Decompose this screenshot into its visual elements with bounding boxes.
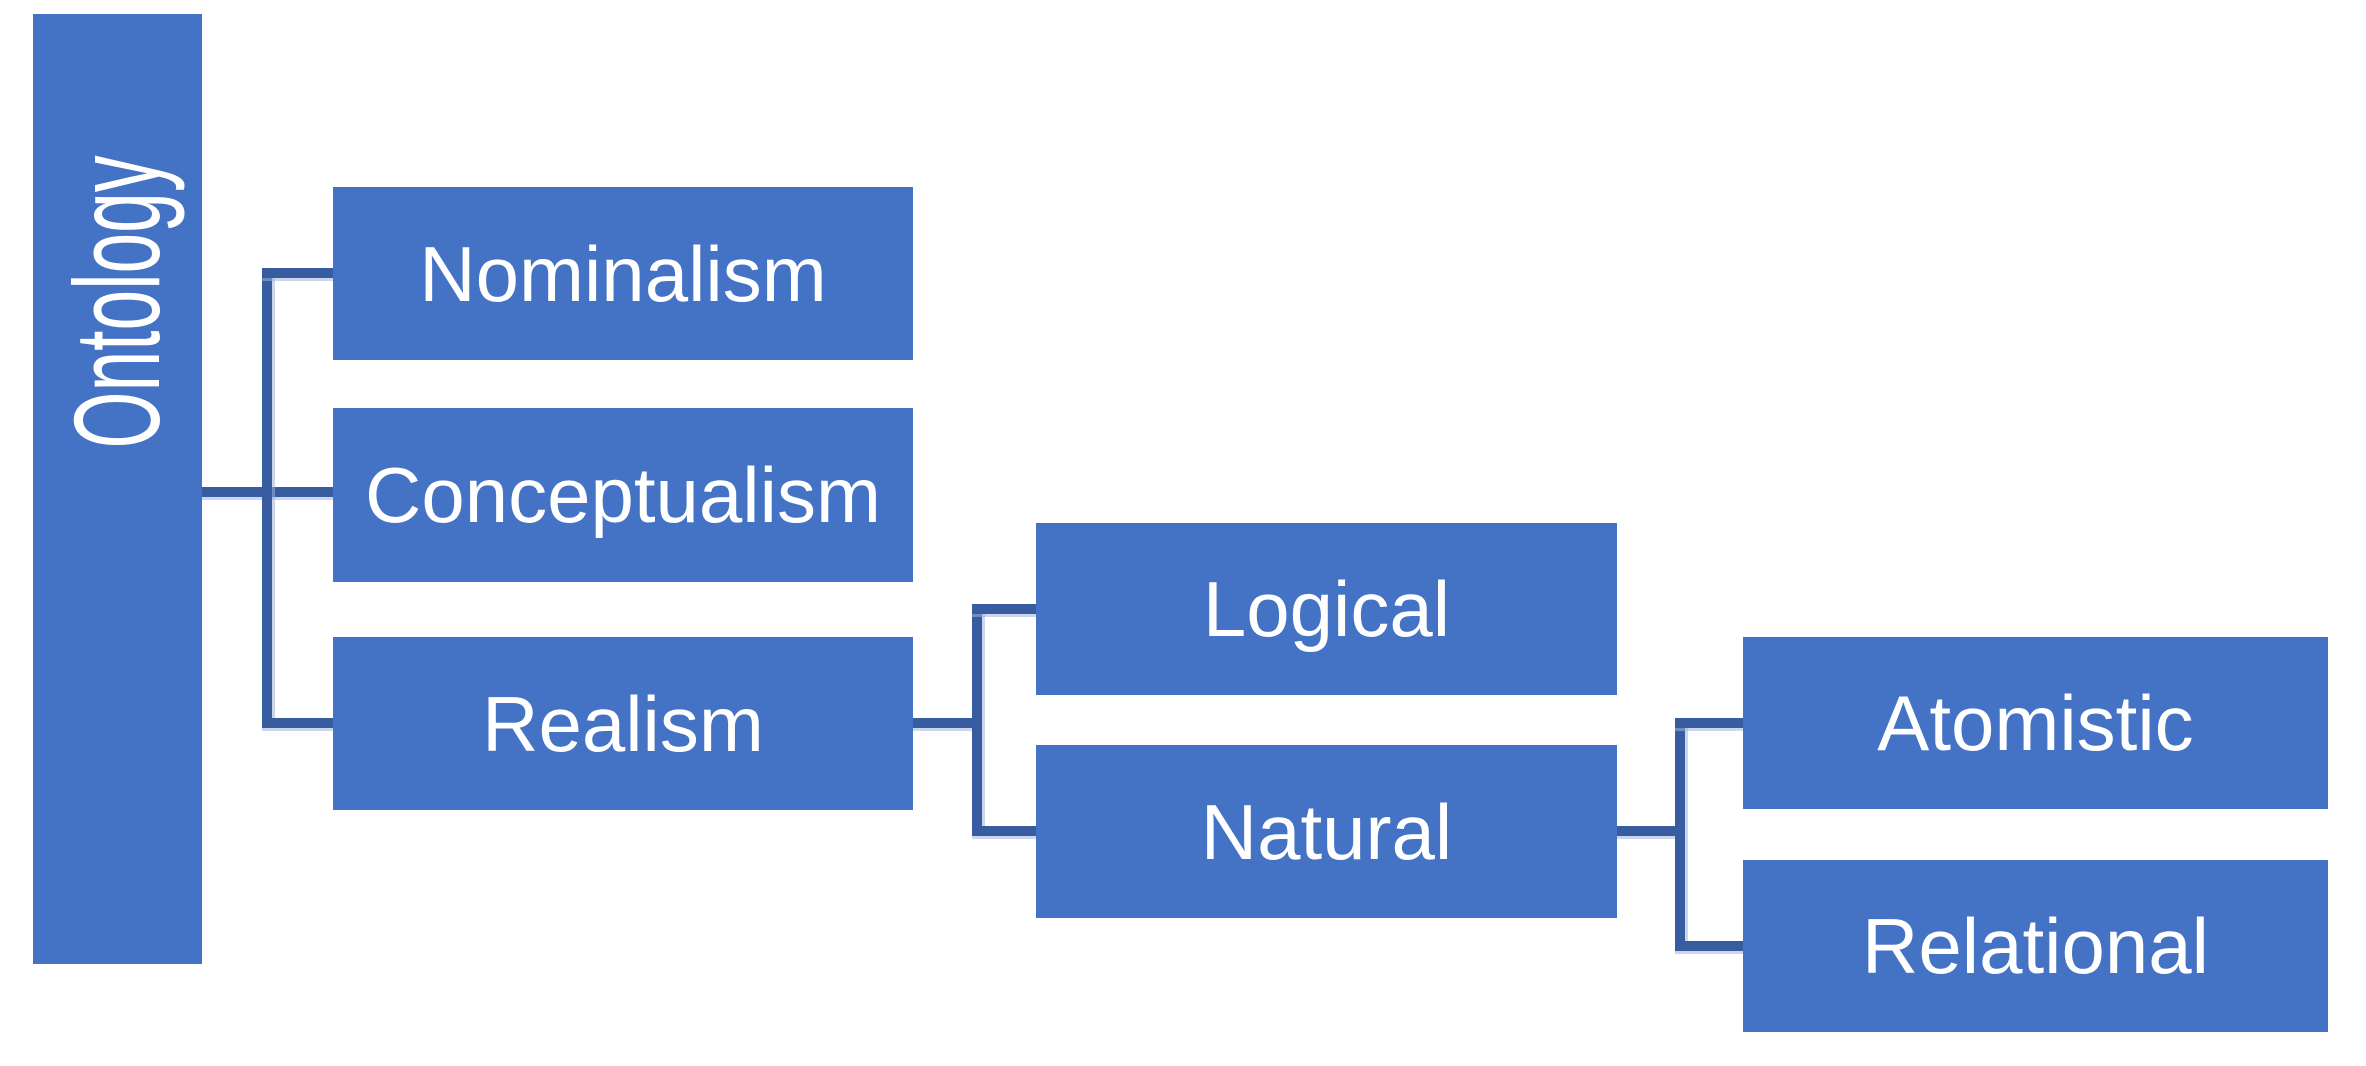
node-nominalism-label: Nominalism	[419, 229, 827, 318]
connector-stub-relational	[1675, 941, 1743, 951]
connector-stub-nominalism	[262, 268, 333, 278]
node-realism: Realism	[333, 637, 913, 810]
node-ontology-label: Ontology	[49, 155, 185, 449]
node-nominalism: Nominalism	[333, 187, 913, 360]
node-ontology	[33, 14, 202, 964]
node-natural-label: Natural	[1200, 787, 1453, 876]
node-atomistic: Atomistic	[1743, 637, 2328, 809]
node-realism-label: Realism	[482, 679, 764, 768]
connector-natural-bracket	[1675, 718, 1685, 951]
connector-stub-logical	[972, 604, 1036, 614]
node-atomistic-label: Atomistic	[1877, 679, 2194, 767]
connector-stub-realism	[262, 718, 333, 728]
node-logical: Logical	[1036, 523, 1617, 695]
node-natural: Natural	[1036, 745, 1617, 918]
connector-stub-atomistic	[1675, 718, 1743, 728]
node-conceptualism-label: Conceptualism	[365, 451, 881, 539]
node-logical-label: Logical	[1202, 565, 1451, 653]
connector-realism-trunk	[913, 718, 982, 728]
connector-ontology-bracket	[262, 268, 272, 728]
node-relational: Relational	[1743, 860, 2328, 1032]
connector-realism-bracket	[972, 604, 982, 836]
node-conceptualism: Conceptualism	[333, 408, 913, 582]
connector-natural-trunk	[1617, 826, 1685, 836]
node-relational-label: Relational	[1862, 902, 2209, 990]
connector-stub-natural	[972, 826, 1036, 836]
